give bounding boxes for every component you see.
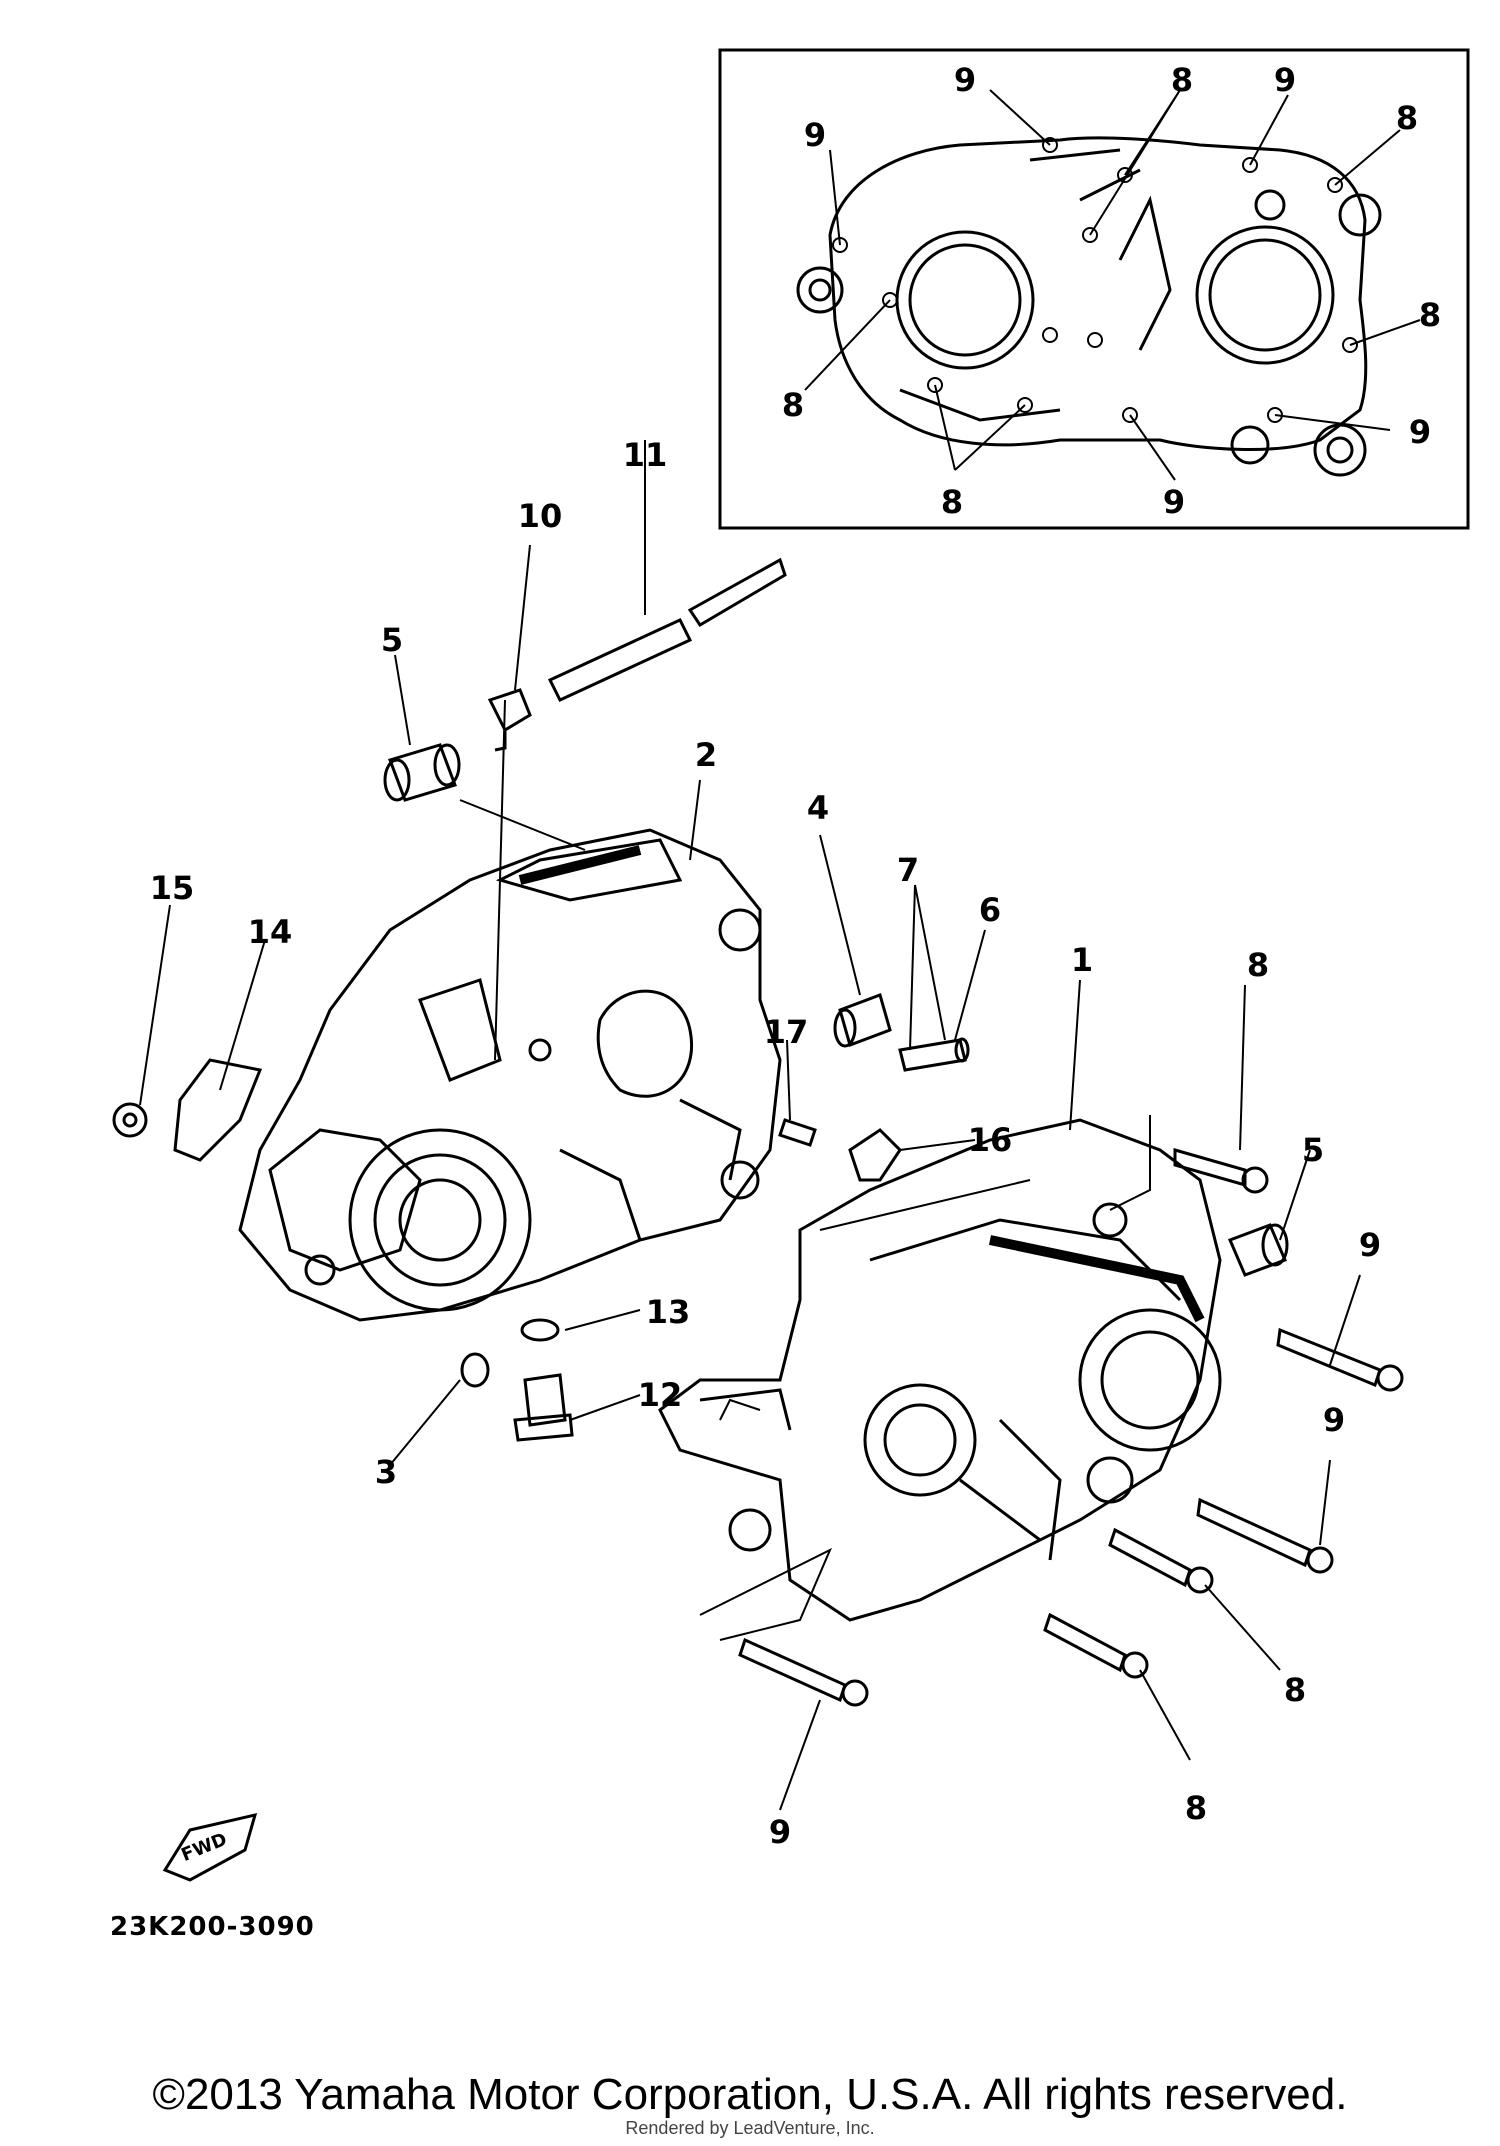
callout-9: 9 [953,61,977,99]
callout-8: 8 [940,483,964,521]
small-parts [112,557,1404,1707]
right-crankcase-half [658,1118,1222,1622]
callout-5: 5 [380,621,404,659]
callout-12: 12 [637,1376,683,1414]
callout-7: 7 [896,851,920,889]
callout-9: 9 [803,116,827,154]
callout-8: 8 [1395,99,1419,137]
callout-8: 8 [1283,1671,1307,1709]
callout-3: 3 [374,1453,398,1491]
callout-8: 8 [1184,1789,1208,1827]
callout-9: 9 [1358,1226,1382,1264]
callout-15: 15 [149,869,195,907]
callout-6: 6 [978,891,1002,929]
leader-lines [139,440,1361,1811]
callout-14: 14 [247,913,293,951]
part-number: 23K200-3090 [110,1912,315,1942]
callout-16: 16 [967,1121,1013,1159]
copyright-notice: ©2013 Yamaha Motor Corporation, U.S.A. A… [152,2070,1348,2119]
callout-9: 9 [1273,61,1297,99]
callout-9: 9 [1322,1401,1346,1439]
callout-8: 8 [1170,61,1194,99]
fwd-label-box: FWD [178,1829,230,1866]
callout-4: 4 [806,789,830,827]
callout-5: 5 [1301,1131,1325,1169]
callout-10: 10 [517,497,563,535]
callout-8: 8 [1246,946,1270,984]
callout-13: 13 [645,1293,691,1331]
inset-crankcase-view [718,48,1470,530]
callout-9: 9 [1408,413,1432,451]
callout-2: 2 [694,736,718,774]
left-crankcase-half [238,828,782,1322]
callout-17: 17 [763,1013,809,1051]
fwd-arrow-icon [162,1812,258,1882]
callout-8: 8 [1418,296,1442,334]
callout-1: 1 [1070,941,1094,979]
callout-9: 9 [768,1813,792,1851]
callout-11: 11 [622,436,668,474]
fwd-label: FWD [178,1829,230,1866]
rendered-by-note: Rendered by LeadVenture, Inc. [625,2118,875,2138]
callout-8: 8 [781,386,805,424]
callout-9: 9 [1162,483,1186,521]
